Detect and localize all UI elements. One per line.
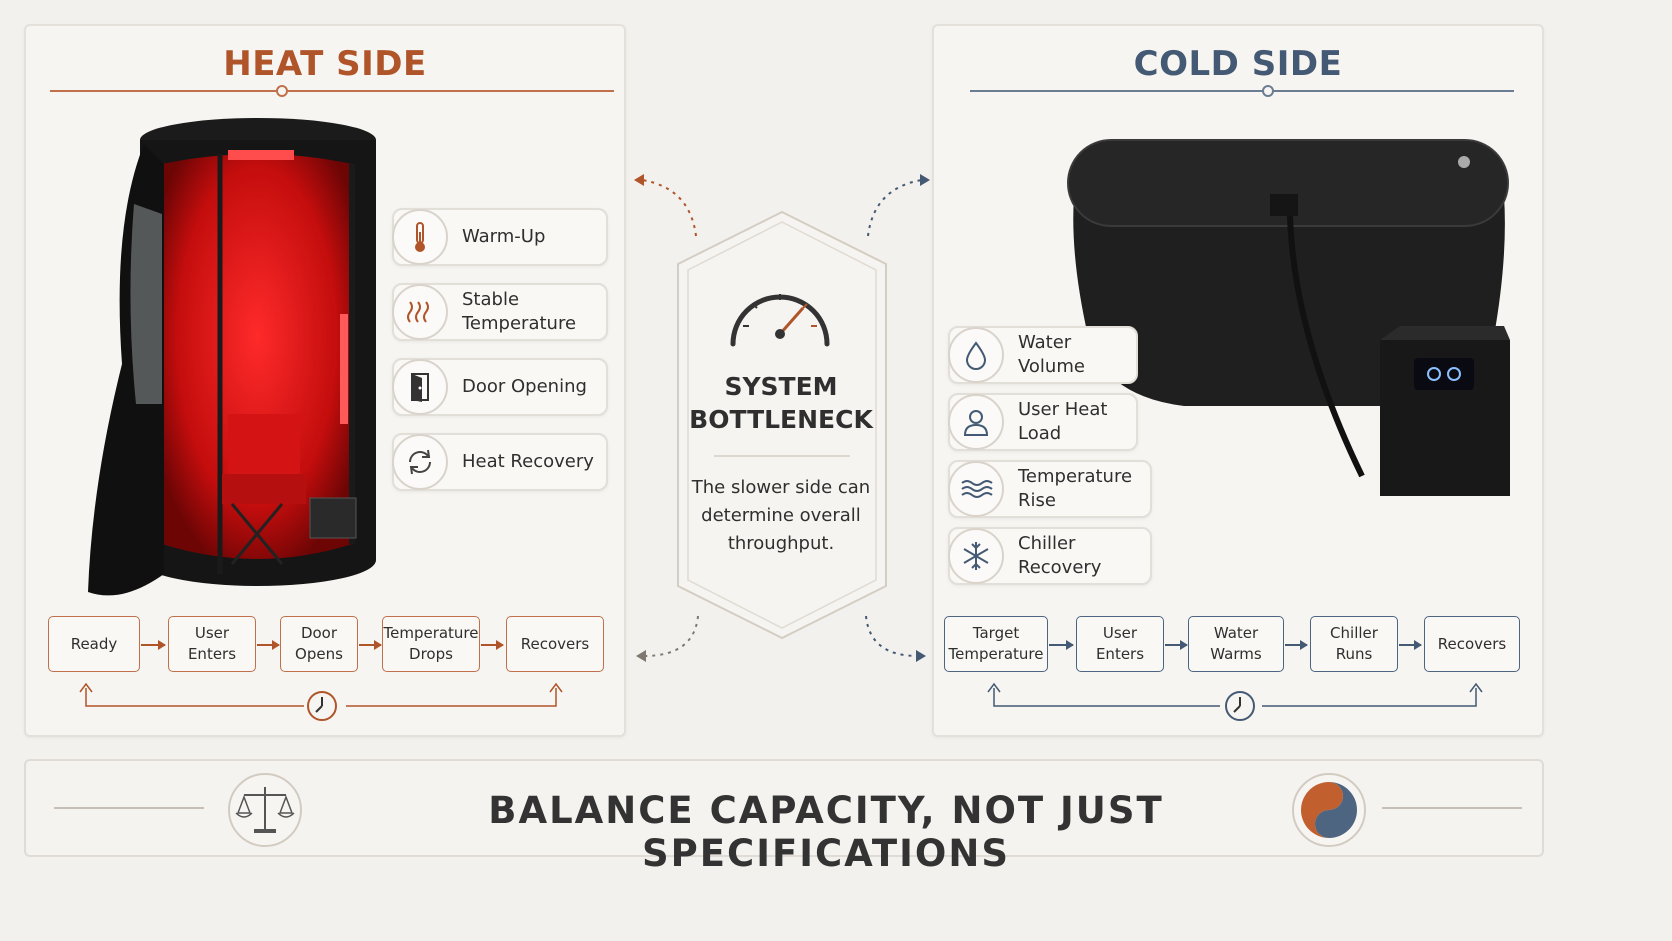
waves-icon (948, 461, 1004, 517)
heat-title-dot (276, 85, 288, 97)
heat-flow-step: Temperature Drops (382, 616, 480, 672)
heat-feature-heat-recovery: Heat Recovery (392, 433, 608, 491)
heat-feature-label: Stable Temperature (462, 289, 577, 334)
heat-feature-door-opening: Door Opening (392, 358, 608, 416)
cold-title-rule (970, 90, 1514, 92)
user-icon (948, 394, 1004, 450)
cold-flow-step: User Enters (1076, 616, 1164, 672)
heat-waves-icon (392, 284, 448, 340)
cold-connector-bottom (865, 615, 926, 662)
cold-plunge-tub-image (1067, 139, 1510, 496)
heat-side-title: HEAT SIDE (223, 44, 427, 84)
heat-flow-step: Recovers (506, 616, 604, 672)
cold-connector-top (867, 174, 930, 237)
cold-flow-arrow (1049, 640, 1074, 650)
cold-feature-temperature-rise: Temperature Rise (948, 460, 1152, 518)
cold-side-title: COLD SIDE (1133, 44, 1343, 84)
balance-scale-icon (228, 773, 302, 847)
cold-feature-label: Chiller Recovery (1018, 533, 1102, 578)
thermometer-icon (392, 209, 448, 265)
footer-right-rule (1382, 807, 1522, 809)
heat-cold-yin-yang-icon (1292, 773, 1366, 847)
heat-feature-label: Warm-Up (462, 226, 546, 247)
cold-side-panel: COLD SIDE Water Volume User Heat Loa (932, 24, 1544, 737)
door-icon (392, 359, 448, 415)
heat-feature-stable-temperature: Stable Temperature (392, 283, 608, 341)
cold-feature-chiller-recovery: Chiller Recovery (948, 527, 1152, 585)
cold-clock-icon (1225, 691, 1255, 721)
cold-feature-label: Water Volume (1018, 332, 1085, 377)
footer-tagline: BALANCE CAPACITY, NOT JUST SPECIFICATION… (488, 789, 1164, 875)
cold-flow-step: Chiller Runs (1310, 616, 1398, 672)
cold-feature-label: User Heat Load (1018, 399, 1108, 444)
cold-flow-step: Recovers (1424, 616, 1520, 672)
heat-flow-arrow (359, 640, 382, 650)
cold-flow-step: Target Temperature (944, 616, 1048, 672)
heat-feature-label: Door Opening (462, 376, 587, 397)
footer-left-rule (54, 807, 204, 809)
snowflake-icon (948, 528, 1004, 584)
cold-feature-user-heat-load: User Heat Load (948, 393, 1138, 451)
heat-flow-arrow (481, 640, 504, 650)
heat-flow-step: Ready (48, 616, 140, 672)
heat-cycle-loop (79, 682, 563, 707)
heat-side-panel: HEAT SIDE (24, 24, 626, 737)
cold-feature-label: Temperature Rise (1018, 466, 1133, 511)
cold-cycle-loop (987, 682, 1483, 707)
sauna-tent-image (88, 118, 376, 596)
cold-flow-step: Water Warms (1188, 616, 1284, 672)
bottleneck-description: The slower side can determine overall th… (691, 477, 871, 554)
heat-flow-arrow (257, 640, 280, 650)
heat-flow-arrow (141, 640, 166, 650)
cold-flow-arrow (1399, 640, 1422, 650)
heat-flow-step: User Enters (168, 616, 256, 672)
gauge-icon (730, 294, 830, 347)
footer-banner: BALANCE CAPACITY, NOT JUST SPECIFICATION… (24, 759, 1544, 875)
heat-flow-step: Door Opens (280, 616, 358, 672)
cold-title-dot (1262, 85, 1274, 97)
heat-connector-top (634, 174, 697, 237)
heat-feature-warm-up: Warm-Up (392, 208, 608, 266)
bottleneck-title: SYSTEM BOTTLENECK (689, 372, 873, 434)
recovery-cycle-icon (392, 434, 448, 490)
heat-clock-icon (307, 691, 337, 721)
cold-flow-arrow (1285, 640, 1308, 650)
heat-connector-bottom (636, 615, 699, 662)
water-drop-icon (948, 327, 1004, 383)
bottleneck-hexagon (677, 210, 887, 640)
cold-flow-arrow (1165, 640, 1188, 650)
heat-feature-label: Heat Recovery (462, 451, 594, 472)
heat-title-rule (50, 90, 614, 92)
cold-feature-water-volume: Water Volume (948, 326, 1138, 384)
